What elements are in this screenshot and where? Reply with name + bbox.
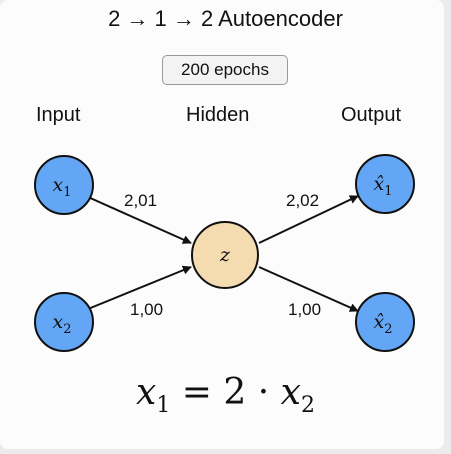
node-x2-var: x — [53, 311, 64, 333]
svg-text:x2: x2 — [53, 311, 72, 337]
weight-x2-z: 1,00 — [130, 300, 163, 319]
node-x2: x2 — [34, 292, 94, 352]
node-z-var: z — [219, 244, 231, 266]
edge-x2-z — [87, 265, 192, 310]
edge-x1-z — [87, 196, 192, 244]
node-x1-sub: 1 — [63, 185, 71, 200]
eq-coefficient: 2 — [223, 372, 247, 413]
node-xhat2-sub: 2 — [384, 322, 392, 337]
svg-text:x̂2: x̂2 — [374, 311, 393, 337]
edge-z-xhat1 — [258, 195, 359, 244]
svg-text:z: z — [219, 244, 231, 266]
output-column-label: Output — [341, 104, 402, 126]
weight-x1-z: 2,01 — [124, 191, 157, 210]
node-z: z — [191, 221, 259, 289]
node-xhat1: x̂1 — [355, 154, 415, 214]
node-xhat2-var: x̂ — [374, 311, 385, 333]
diagram-title: 2 → 1 → 2 Autoencoder — [108, 6, 343, 31]
node-xhat1-sub: 1 — [384, 184, 392, 199]
hidden-column-label: Hidden — [186, 104, 250, 126]
svg-text:x̂1: x̂1 — [374, 173, 393, 199]
eq-dot: · — [257, 372, 270, 413]
relationship-equation: x1 = 2 · x2 — [0, 372, 451, 418]
node-xhat2: x̂2 — [355, 292, 415, 352]
node-x1: x1 — [34, 155, 94, 215]
node-x2-sub: 2 — [63, 322, 71, 337]
svg-text:x1: x1 — [53, 174, 72, 200]
input-column-label: Input — [36, 104, 81, 126]
node-xhat1-var: x̂ — [374, 173, 385, 195]
eq-equals: = — [181, 372, 212, 413]
node-x1-var: x — [53, 174, 64, 196]
eq-rhs-sub: 2 — [300, 393, 315, 419]
weight-z-xhat1: 2,02 — [286, 191, 319, 210]
eq-lhs-sub: 1 — [156, 393, 171, 419]
eq-lhs-var: x — [136, 372, 157, 413]
edge-z-xhat2 — [258, 266, 359, 312]
epochs-badge[interactable]: 200 epochs — [162, 55, 288, 85]
eq-rhs-var: x — [280, 372, 301, 413]
weight-z-xhat2: 1,00 — [288, 300, 321, 319]
